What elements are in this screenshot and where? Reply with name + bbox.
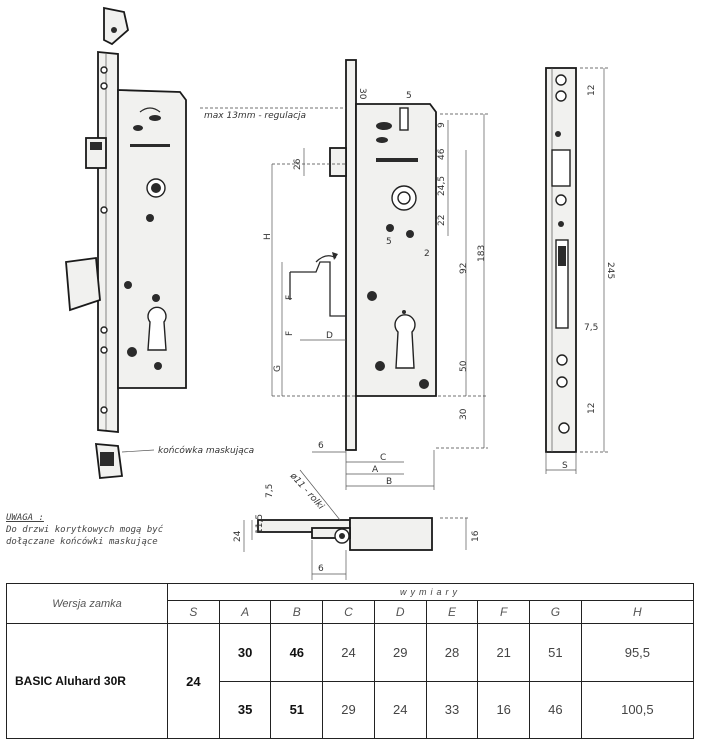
- col-header-h: H: [580, 600, 695, 624]
- top-dim-6: 6: [318, 564, 324, 574]
- top-dim-16: 16: [471, 530, 481, 542]
- dim-26: 26: [293, 158, 303, 170]
- dim-6: 6: [318, 441, 324, 451]
- dim-22: 22: [437, 215, 447, 226]
- cell-f: 16: [477, 680, 531, 739]
- lock-top-view: [257, 517, 433, 551]
- dim-183: 183: [477, 245, 487, 262]
- col-header-g: G: [529, 600, 582, 624]
- adjust-label: max 13mm - regulacja: [204, 111, 306, 121]
- cell-a: 30: [218, 623, 272, 682]
- variant-header: Wersja zamka: [6, 583, 168, 624]
- dim-h: H: [263, 233, 273, 240]
- cover-label: końcówka maskująca: [158, 445, 254, 456]
- dim-g: G: [273, 365, 283, 372]
- dim-50: 50: [459, 360, 469, 372]
- dim-f2: F: [285, 331, 295, 336]
- cell-g: 46: [529, 680, 582, 739]
- dim-30-bottom: 30: [459, 408, 469, 420]
- cell-c: 29: [322, 680, 375, 739]
- cell-h: 100,5: [580, 680, 695, 739]
- dim-24-5: 24,5: [437, 176, 447, 196]
- dim-9: 9: [437, 122, 447, 128]
- dimensions-table: Wersja zamka wymiary S A B C D E F G H B…: [6, 583, 695, 739]
- lock-front-view: [289, 59, 437, 451]
- dim-5-mid: 5: [386, 237, 392, 247]
- cell-e: 33: [425, 680, 479, 739]
- warning-note: UWAGA : Do drzwi korytkowych mogą być do…: [6, 512, 226, 548]
- dim-46: 46: [437, 148, 447, 160]
- cell-g: 51: [529, 623, 582, 682]
- dim-92: 92: [459, 263, 469, 274]
- top-dim-11-5: 11,5: [255, 514, 265, 534]
- col-header-a: A: [218, 600, 272, 624]
- side-dim-12-top: 12: [587, 85, 597, 96]
- dim-c: C: [380, 453, 386, 463]
- table-row: 35 51 29 24 33 16 46 100,5: [7, 680, 695, 739]
- lock-technical-drawing: końcówka maskująca 30 26 H F F: [65, 6, 615, 580]
- cell-f: 21: [477, 623, 531, 682]
- note-line-2: dołączane końcówki maskujące: [6, 537, 158, 547]
- note-title: UWAGA :: [6, 513, 44, 523]
- col-header-f: F: [477, 600, 531, 624]
- model-name: BASIC Aluhard 30R: [6, 623, 168, 739]
- lock-side-view: [545, 67, 577, 453]
- cell-c: 24: [322, 623, 375, 682]
- col-header-d: D: [373, 600, 427, 624]
- side-dim-245: 245: [605, 262, 615, 279]
- cell-s: 24: [167, 623, 220, 739]
- col-header-s: S: [167, 600, 220, 624]
- note-line-1: Do drzwi korytkowych mogą być: [6, 525, 164, 535]
- top-dim-24: 24: [233, 530, 243, 542]
- cell-d: 29: [373, 623, 427, 682]
- dims-header: wymiary: [167, 583, 694, 601]
- cell-b: 46: [270, 623, 324, 682]
- bolt-label: ø11 - rolki: [287, 471, 326, 513]
- col-header-e: E: [425, 600, 479, 624]
- side-dim-12-bottom: 12: [587, 403, 597, 414]
- side-dim-7-5: 7,5: [584, 323, 598, 333]
- col-header-c: C: [322, 600, 375, 624]
- dim-f1: F: [285, 295, 295, 300]
- cell-e: 28: [425, 623, 479, 682]
- col-header-b: B: [270, 600, 324, 624]
- dim-30-top: 30: [357, 88, 367, 100]
- dim-b: B: [386, 477, 392, 487]
- cell-h: 95,5: [580, 623, 695, 682]
- dim-5-top: 5: [406, 91, 412, 101]
- dim-a: A: [372, 465, 379, 475]
- side-dim-s: S: [562, 461, 568, 471]
- lock-perspective-view: [65, 6, 187, 479]
- cell-a: 35: [218, 680, 272, 739]
- dim-d: D: [326, 331, 333, 341]
- table-row: BASIC Aluhard 30R 24 30 46 24 29 28 21 5…: [6, 623, 695, 739]
- dim-2: 2: [424, 249, 430, 259]
- top-dim-7-5: 7,5: [265, 484, 275, 498]
- cell-b: 51: [270, 680, 324, 739]
- cell-d: 24: [373, 680, 427, 739]
